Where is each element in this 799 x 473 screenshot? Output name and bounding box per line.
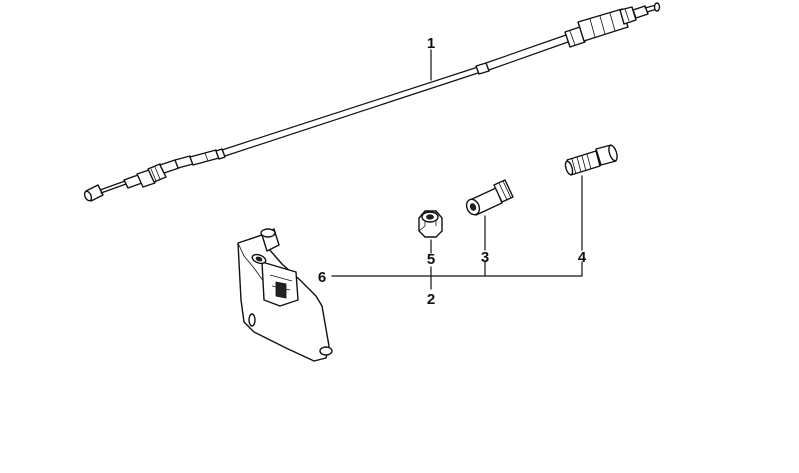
callout-bracket: 6 <box>318 269 326 286</box>
callouts: 1 2 3 4 5 6 <box>318 35 587 308</box>
leader-lines <box>331 49 583 290</box>
bracket <box>237 228 333 362</box>
threaded-bolt <box>564 144 618 176</box>
adjuster-sleeve <box>465 179 514 216</box>
callout-hex-nut: 5 <box>427 251 435 268</box>
cable-sheath-left <box>189 148 226 166</box>
callout-threaded-bolt: 4 <box>578 249 587 266</box>
cable-left-end <box>83 155 194 202</box>
callout-adjuster-sleeve: 3 <box>481 249 489 266</box>
cable-assembly <box>83 2 661 202</box>
hex-nut <box>418 210 443 238</box>
cable-body <box>221 34 569 157</box>
cable-right-end <box>564 2 661 48</box>
callout-cable: 1 <box>427 35 435 52</box>
callout-nut-group: 2 <box>427 291 435 308</box>
